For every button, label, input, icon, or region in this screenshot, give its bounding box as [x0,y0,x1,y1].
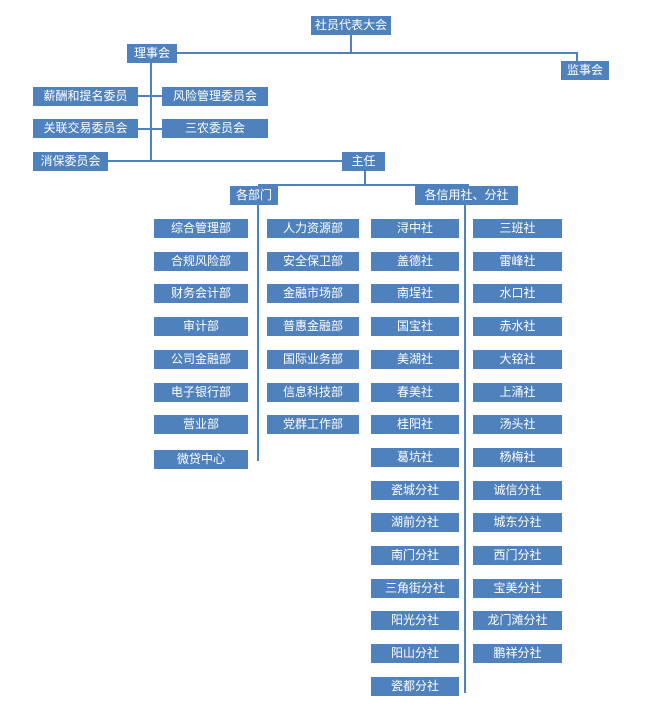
connector-line [350,34,352,54]
branch-box: 瓷都分社 [371,677,459,696]
department-box: 金融市场部 [267,284,359,303]
connector-line [364,171,366,186]
branch-box: 阳山分社 [371,644,459,663]
branches-header: 各信用社、分社 [415,186,518,205]
connector-line [258,184,468,186]
department-box: 合规风险部 [154,252,248,271]
director-box: 主任 [342,152,385,171]
branch-box: 湖前分社 [371,513,459,532]
branch-box: 杨梅社 [473,448,562,467]
branch-box: 葛坑社 [371,448,459,467]
salary-committee-box: 薪酬和提名委员 [33,87,138,106]
department-box: 综合管理部 [154,219,248,238]
branch-box: 赤水社 [473,317,562,336]
branch-box: 美湖社 [371,350,459,369]
branch-box: 三班社 [473,219,562,238]
branch-box: 南埕社 [371,284,459,303]
connector-line [257,203,259,461]
related-transaction-committee-box: 关联交易委员会 [33,119,138,138]
department-box: 电子银行部 [154,383,248,402]
department-box: 人力资源部 [267,219,359,238]
branch-box: 西门分社 [473,546,562,565]
branch-box: 汤头社 [473,415,562,434]
branch-box: 阳光分社 [371,611,459,630]
connector-line [464,203,466,693]
branch-box: 城东分社 [473,513,562,532]
department-box: 财务会计部 [154,284,248,303]
connector-line [576,52,578,62]
department-box: 安全保卫部 [267,252,359,271]
branch-box: 上涌社 [473,383,562,402]
branch-box: 三角街分社 [371,579,459,598]
branch-box: 鹏祥分社 [473,644,562,663]
branch-box: 水口社 [473,284,562,303]
department-box: 党群工作部 [267,415,359,434]
connector-line [150,61,152,162]
departments-header: 各部门 [230,186,278,205]
branch-box: 浔中社 [371,219,459,238]
branch-box: 桂阳社 [371,415,459,434]
department-box: 审计部 [154,317,248,336]
risk-committee-box: 风险管理委员会 [162,87,268,106]
branch-box: 瓷城分社 [371,481,459,500]
branch-box: 春美社 [371,383,459,402]
department-box: 普惠金融部 [267,317,359,336]
general-assembly-box: 社员代表大会 [311,16,391,35]
department-box: 营业部 [154,415,248,434]
connector-line [177,52,577,54]
department-box: 信息科技部 [267,383,359,402]
connector-line [108,160,342,162]
consumer-protection-committee-box: 消保委员会 [33,152,108,171]
branch-box: 雷峰社 [473,252,562,271]
branch-box: 国宝社 [371,317,459,336]
connector-line [138,128,162,130]
department-box: 国际业务部 [267,350,359,369]
branch-box: 宝美分社 [473,579,562,598]
department-box: 公司金融部 [154,350,248,369]
branch-box: 大铭社 [473,350,562,369]
supervisory-board-box: 监事会 [561,61,609,80]
branch-box: 盖德社 [371,252,459,271]
branch-box: 龙门滩分社 [473,611,562,630]
branch-box: 诚信分社 [473,481,562,500]
agri-committee-box: 三农委员会 [162,119,268,138]
connector-line [138,95,162,97]
branch-box: 南门分社 [371,546,459,565]
board-box: 理事会 [127,44,177,63]
department-box: 微贷中心 [154,450,248,469]
